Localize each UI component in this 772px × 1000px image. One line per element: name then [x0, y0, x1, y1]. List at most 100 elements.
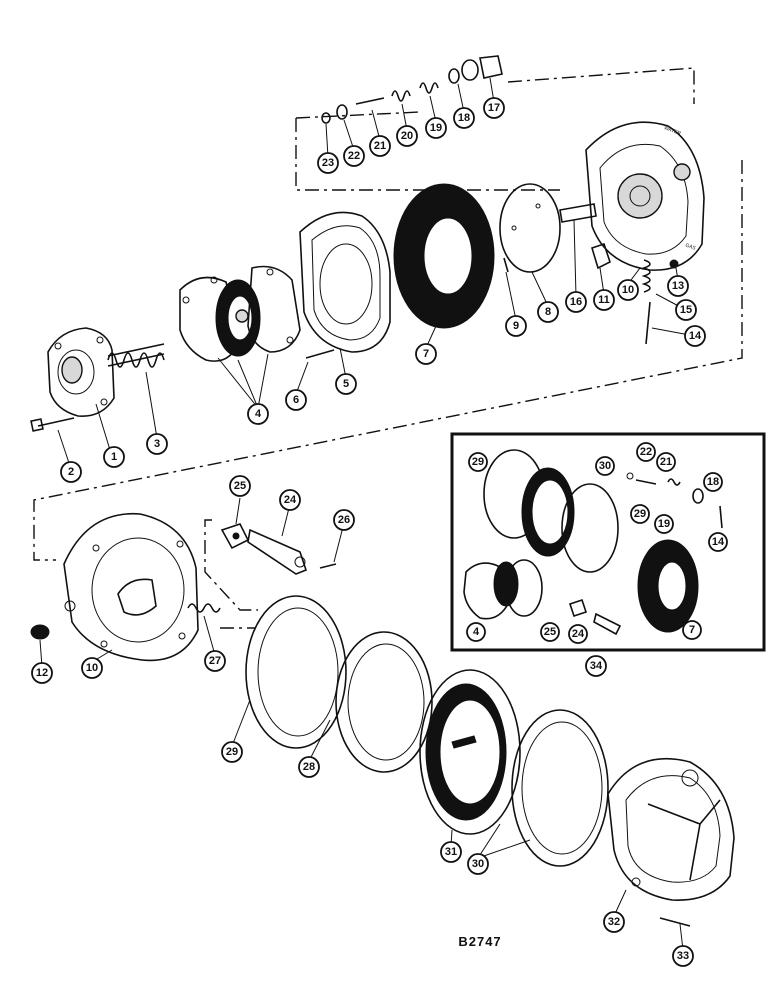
svg-text:5: 5	[343, 378, 349, 390]
kit-callout-29b: 29	[630, 504, 650, 524]
callout-13: 13	[667, 275, 689, 297]
kit-valve-parts	[626, 472, 723, 529]
kit-cap-25	[568, 598, 588, 618]
callout-25: 25	[229, 475, 251, 497]
svg-text:32: 32	[608, 916, 620, 928]
kit-diaphragm-30	[521, 467, 575, 557]
part-plug-12	[30, 624, 50, 640]
callout-21: 21	[369, 135, 391, 157]
part-diaphragm-assembly-4	[179, 265, 301, 362]
svg-text:28: 28	[303, 761, 315, 773]
body-label-water: WATER	[663, 125, 682, 137]
callout-23: 23	[317, 152, 339, 174]
part-bolt-6	[305, 349, 335, 359]
part-gasket-7	[393, 183, 495, 329]
part-bolt-33	[659, 917, 691, 927]
callout-9: 9	[505, 315, 527, 337]
kit-callout-19: 19	[654, 514, 674, 534]
drawing-code: B2747	[458, 934, 501, 949]
callout-5: 5	[335, 373, 357, 395]
svg-text:12: 12	[36, 667, 48, 679]
part-diaphragm-31	[419, 669, 521, 835]
part-housing-5	[299, 211, 391, 353]
valve-group-top	[321, 55, 503, 124]
callout-30: 30	[467, 853, 489, 875]
callout-33: 33	[672, 945, 694, 967]
svg-text:16: 16	[570, 296, 582, 308]
part-fitting-11	[591, 242, 611, 270]
kit-callout-18: 18	[703, 472, 723, 492]
svg-text:7: 7	[423, 348, 429, 360]
svg-text:31: 31	[445, 846, 457, 858]
part-screw-9	[503, 257, 509, 273]
part-bolt-2	[30, 417, 75, 432]
callout-26: 26	[333, 509, 355, 531]
callout-7: 7	[415, 343, 437, 365]
callouts: 1 2 3 4 5 6 7 8 9 10 11 13 15 14 16 17 1…	[31, 97, 728, 967]
svg-text:14: 14	[712, 536, 725, 548]
part-screw-26	[319, 563, 337, 569]
callout-3: 3	[146, 433, 168, 455]
kit-callout-4: 4	[466, 622, 486, 642]
svg-text:30: 30	[599, 460, 611, 472]
part-spring-27	[187, 603, 221, 613]
svg-text:13: 13	[672, 280, 684, 292]
svg-text:34: 34	[590, 660, 603, 672]
kit-callout-25: 25	[540, 622, 560, 642]
callout-10: 10	[617, 279, 639, 301]
part-pump-body-10: WATER GAS	[585, 121, 705, 271]
svg-text:27: 27	[209, 655, 221, 667]
part-cover-10-lower	[63, 512, 199, 662]
body-label-gas: GAS	[684, 242, 697, 251]
callout-11: 11	[593, 289, 615, 311]
svg-text:25: 25	[544, 626, 556, 638]
svg-text:21: 21	[660, 456, 672, 468]
svg-text:33: 33	[677, 950, 689, 962]
svg-text:26: 26	[338, 514, 350, 526]
callout-31: 31	[440, 841, 462, 863]
svg-text:21: 21	[374, 140, 386, 152]
svg-text:1: 1	[111, 451, 117, 463]
callout-10-lower: 10	[81, 657, 103, 679]
kit-callout-7: 7	[682, 620, 702, 640]
callout-2: 2	[60, 461, 82, 483]
kit-callout-29: 29	[468, 452, 488, 472]
leader-lines	[39, 77, 696, 951]
callout-28: 28	[298, 756, 320, 778]
svg-text:25: 25	[234, 480, 246, 492]
part-gasket-28	[335, 631, 433, 773]
svg-text:24: 24	[284, 494, 297, 506]
svg-text:14: 14	[689, 330, 702, 342]
callout-15: 15	[675, 299, 697, 321]
part-spring-3	[107, 343, 165, 368]
callout-14: 14	[684, 325, 706, 347]
kit-callout-21: 21	[656, 452, 676, 472]
callout-6: 6	[285, 389, 307, 411]
part-gasket-29	[245, 595, 347, 749]
svg-text:4: 4	[473, 626, 480, 638]
kit-callout-30: 30	[595, 456, 615, 476]
callout-4: 4	[247, 403, 269, 425]
part-plate-8	[499, 183, 561, 273]
svg-text:6: 6	[293, 394, 299, 406]
callout-24: 24	[279, 489, 301, 511]
svg-text:4: 4	[255, 408, 262, 420]
part-end-cover-32	[607, 758, 735, 901]
svg-text:3: 3	[154, 438, 160, 450]
callout-17: 17	[483, 97, 505, 119]
part-ball-13	[669, 259, 679, 269]
svg-text:23: 23	[322, 157, 334, 169]
kit-callout-24: 24	[568, 624, 588, 644]
svg-text:10: 10	[86, 662, 98, 674]
svg-text:19: 19	[430, 122, 442, 134]
kit-gasket-30	[561, 483, 619, 573]
callout-12: 12	[31, 662, 53, 684]
callout-1: 1	[103, 446, 125, 468]
callout-20: 20	[396, 125, 418, 147]
svg-text:10: 10	[622, 284, 634, 296]
callout-34: 34	[585, 655, 607, 677]
callout-8: 8	[537, 301, 559, 323]
lower-assembly	[30, 512, 735, 927]
assembly-grouping-lines	[33, 67, 743, 629]
